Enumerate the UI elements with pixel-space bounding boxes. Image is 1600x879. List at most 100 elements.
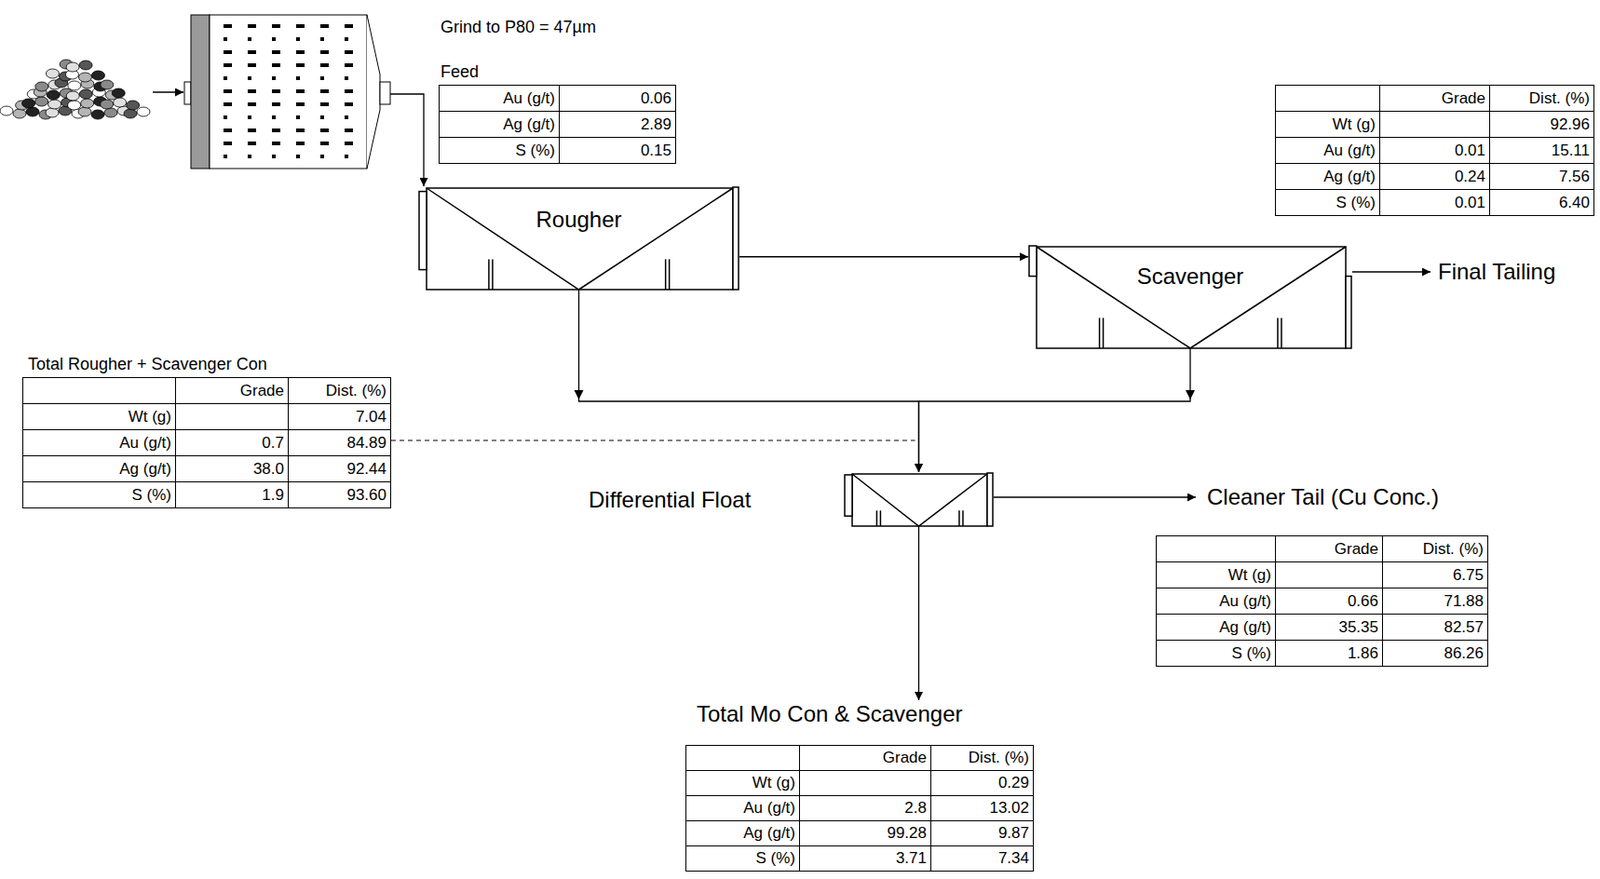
flow-connector xyxy=(579,290,920,473)
cell-tank xyxy=(852,474,988,527)
mill-liner-hole xyxy=(247,50,257,55)
feed-box xyxy=(844,474,853,516)
cell-text: Au (g/t) xyxy=(1323,141,1376,160)
cell-text: Grade xyxy=(1441,89,1486,108)
cell-text: S (%) xyxy=(1232,644,1273,663)
table-cell: 92.96 xyxy=(1490,111,1595,138)
cell-text: 92.44 xyxy=(346,460,387,478)
mill-liner-hole xyxy=(247,115,252,120)
cell-text: 7.56 xyxy=(1559,167,1590,186)
mill-liner-hole xyxy=(271,76,276,81)
flow-connector xyxy=(918,527,920,701)
table-cell: Grade xyxy=(800,745,932,772)
cell-text: S (%) xyxy=(132,486,173,504)
mill-liner-hole xyxy=(271,50,281,55)
unit-name: Differential Float xyxy=(588,487,751,514)
table-cell: 86.26 xyxy=(1383,640,1489,667)
data-table: GradeDist. (%)Wt (g)6.75Au (g/t)0.6671.8… xyxy=(1155,535,1489,667)
ore-pebble xyxy=(26,107,40,117)
cell-text: Grade xyxy=(882,748,927,767)
ore-pebble xyxy=(67,81,82,91)
mill-liner-hole xyxy=(296,50,305,55)
ore-pebble xyxy=(45,108,59,118)
cell-text: 86.26 xyxy=(1443,644,1484,663)
cell-text: S (%) xyxy=(1336,193,1377,212)
mill-liner-hole xyxy=(344,102,353,107)
table-cell: 9.87 xyxy=(931,821,1034,847)
cell-text: Au (g/t) xyxy=(743,799,796,817)
mill-liner-hole xyxy=(296,128,305,133)
cell-text: Au (g/t) xyxy=(502,89,556,108)
table-cell: Au (g/t) xyxy=(23,430,177,457)
mill-liner-hole xyxy=(296,89,305,94)
table-cell: Au (g/t) xyxy=(1156,588,1276,615)
mill-liner-hole xyxy=(247,24,257,28)
ball-mill xyxy=(184,14,391,169)
ore-pebble xyxy=(0,106,14,116)
mill-liner-hole xyxy=(344,50,353,55)
cell-partition xyxy=(488,258,490,290)
table-cell: 6.75 xyxy=(1383,562,1489,589)
mill-liner-hole xyxy=(271,63,281,68)
mill-liner-hole xyxy=(223,63,232,68)
mill-liner-hole xyxy=(296,154,300,159)
table-heading: Total Mo Con & Scavenger xyxy=(685,700,1034,729)
mill-liner-hole xyxy=(320,102,329,107)
table-cell: 93.60 xyxy=(288,482,392,509)
mill-liner-hole xyxy=(320,76,325,81)
mill-liner-hole xyxy=(344,154,349,159)
flotation-cell: Rougher xyxy=(418,186,740,291)
table-cell: 0.29 xyxy=(931,771,1034,797)
flotation-cell-svg xyxy=(843,472,994,528)
mill-liner-hole xyxy=(344,24,353,28)
mill-liner-hole xyxy=(223,37,228,41)
table-grid: GradeDist. (%)Wt (g)7.04Au (g/t)0.784.89… xyxy=(22,377,392,509)
flow-connector xyxy=(739,256,1029,258)
mill-liner-hole xyxy=(271,37,276,41)
mill-liner-hole xyxy=(223,128,232,133)
cell-text: Wt (g) xyxy=(1228,566,1272,584)
table-cell: 71.88 xyxy=(1383,588,1489,615)
table-cell: S (%) xyxy=(439,137,560,164)
mill-liner-hole xyxy=(271,115,276,120)
cell-text: S (%) xyxy=(515,141,556,160)
ore-pebble xyxy=(78,107,92,117)
ore-pebble xyxy=(91,70,105,81)
cell-partition xyxy=(1280,317,1283,349)
cell-partition xyxy=(1102,317,1105,349)
table-cell: Wt (g) xyxy=(1275,111,1381,138)
empty-cell xyxy=(23,378,177,405)
stream-label: Final Tailing xyxy=(1437,258,1556,285)
mill-liner-hole xyxy=(271,102,281,107)
cell-text: 6.40 xyxy=(1559,193,1590,212)
cell-text: 0.29 xyxy=(998,773,1030,792)
table-cell: S (%) xyxy=(1275,189,1381,217)
mill-liner-hole xyxy=(344,115,349,120)
cell-text: 2.8 xyxy=(904,799,927,817)
table-cell: 99.28 xyxy=(800,821,932,847)
mill-liner-hole xyxy=(320,141,329,146)
mill-liner-hole xyxy=(223,115,228,120)
table-cell: Ag (g/t) xyxy=(23,456,177,483)
table-cell: 0.7 xyxy=(176,430,289,457)
table-cell: 2.8 xyxy=(800,796,932,822)
mill-liner-hole xyxy=(247,128,257,133)
cell-text: Wt (g) xyxy=(1332,115,1376,134)
cell-text: 6.75 xyxy=(1452,566,1484,584)
table-cell: Grade xyxy=(176,378,289,405)
cell-text: 15.11 xyxy=(1551,141,1590,160)
table-cell: Ag (g/t) xyxy=(1275,163,1381,190)
table-cell: Dist. (%) xyxy=(1490,85,1595,112)
table-cell: 7.34 xyxy=(931,846,1034,872)
empty-cell xyxy=(686,745,800,772)
table-cell: S (%) xyxy=(1156,640,1276,667)
data-table: Total Rougher + Scavenger ConGradeDist. … xyxy=(22,353,392,509)
mill-liner-hole xyxy=(296,63,305,68)
cell-text: Wt (g) xyxy=(128,407,172,426)
mill-liner-hole xyxy=(247,154,252,159)
cell-text: 0.01 xyxy=(1454,193,1486,212)
mill-liner-hole xyxy=(223,50,232,55)
mill-shell xyxy=(209,14,367,169)
cell-text: 38.0 xyxy=(253,460,285,478)
